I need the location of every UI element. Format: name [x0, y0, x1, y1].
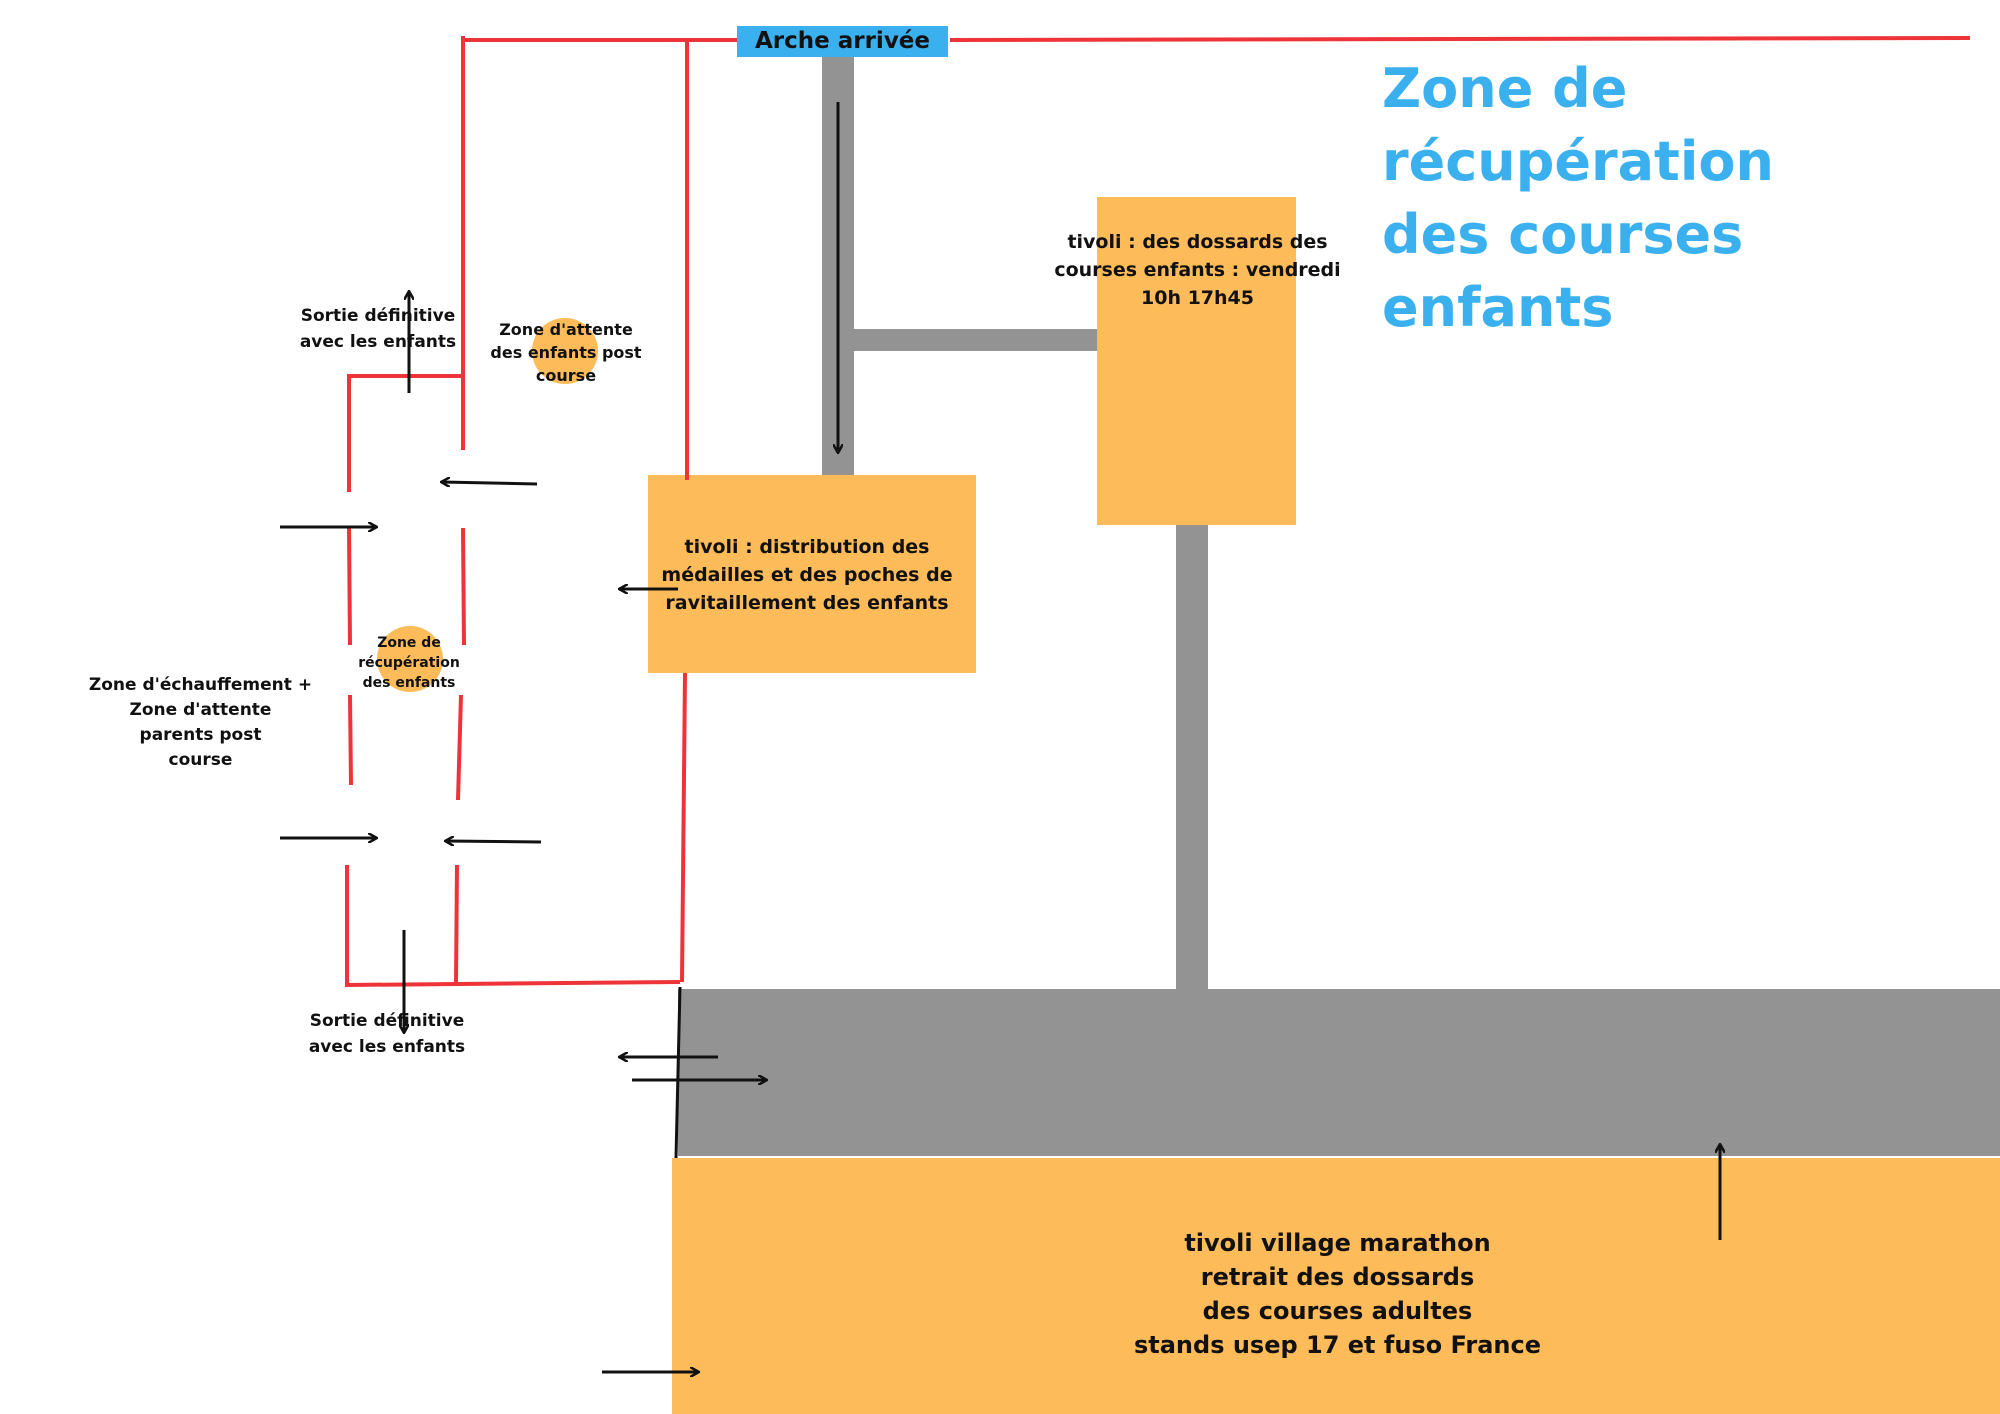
- barrier-inner-mid-3: [454, 864, 459, 986]
- barrier-right-bottom: [680, 672, 687, 983]
- sortie-haut-label: Sortie définitive avec les enfants: [299, 306, 457, 352]
- vertical-path: [1176, 524, 1208, 990]
- barrier-left-mid-2: [348, 694, 353, 786]
- zone-medailles: [648, 475, 976, 673]
- sortie-bas-label: Sortie définitive avec les enfants: [308, 1011, 466, 1057]
- zone-recuperation-marker: [377, 626, 443, 692]
- barrier-exit-top: [347, 374, 463, 492]
- main-road: [678, 989, 2000, 1156]
- barriers: [345, 36, 1971, 988]
- zone-echauffement-label: Zone d'échauffement + Zone d'attente par…: [88, 675, 313, 770]
- barrier-exit-bottom: [345, 865, 681, 988]
- zone-attente-enfants-marker: [532, 318, 598, 384]
- barrier-left-mid-1: [347, 527, 352, 646]
- gate-line: [674, 986, 682, 1159]
- connector-path: [854, 329, 1098, 351]
- zone-village-marathon-label: tivoli village marathon retrait des doss…: [1133, 1229, 1542, 1359]
- barrier-inner-mid-1: [461, 527, 466, 646]
- barrier-inner-mid-2: [456, 694, 463, 801]
- zone-attente-enfants-label: Zone d'attente des enfants post course: [490, 320, 642, 385]
- zone-medailles-label: tivoli : distribution des médailles et d…: [661, 536, 953, 614]
- arch-arrivee-label: Arche arrivée: [737, 26, 948, 57]
- diagram-title: Zone de récupération des courses enfants: [1382, 57, 1774, 339]
- zone-recuperation-label: Zone de récupération des enfants: [358, 635, 460, 691]
- arrow-left-2: [446, 841, 542, 842]
- arrow-left-1: [442, 482, 538, 484]
- barrier-top-right: [949, 36, 1971, 42]
- arrows: [280, 102, 1720, 1372]
- zone-dossards-enfants: [1097, 197, 1296, 525]
- zone-dossards-enfants-label: tivoli : des dossards des courses enfant…: [1054, 231, 1341, 309]
- zone-village-marathon: [672, 1158, 2000, 1414]
